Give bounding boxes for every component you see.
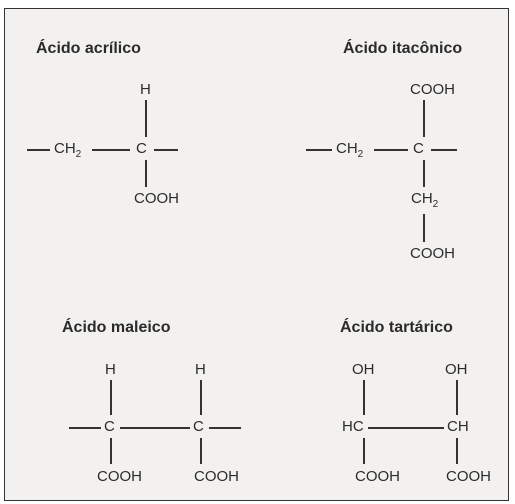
maleic-cooh2-group: COOH [194,468,239,485]
tartaric-bond-oh1-hc [363,380,365,415]
tartaric-bond-ch-cooh [456,438,458,464]
maleic-bond-h1-c1 [110,380,112,415]
itaconic-acid-title: Ácido itacônico [343,40,463,57]
acrylic-acid-title: Ácido acrílico [36,40,141,57]
itaconic-c-atom: C [413,140,424,157]
maleic-c1-atom: C [104,418,115,435]
itaconic-cooh-bottom: COOH [410,245,455,262]
tartaric-oh1-group: OH [352,361,375,378]
maleic-c2-atom: C [193,418,204,435]
tartaric-bond-hc-cooh [363,438,365,464]
maleic-bond-right-tail [209,427,241,429]
tartaric-cooh2-group: COOH [446,468,491,485]
tartaric-hc-group: HC [342,418,364,435]
maleic-cooh1-group: COOH [97,468,142,485]
itaconic-ch2-mid: CH2 [411,190,439,210]
acrylic-bond-h-c [145,100,147,137]
tartaric-ch-group: CH [447,418,469,435]
itaconic-bond-ch2-c [374,149,408,151]
acrylic-bond-right-tail [154,149,178,151]
itaconic-bond-right-tail [431,149,457,151]
maleic-bond-c2-cooh [200,438,202,464]
tartaric-bond-hc-ch [368,427,444,429]
maleic-bond-c1-cooh [110,438,112,464]
tartaric-cooh1-group: COOH [355,468,400,485]
acrylic-ch2-group: CH2 [54,140,82,160]
tartaric-bond-oh2-ch [456,380,458,415]
itaconic-bond-left-tail [306,149,332,151]
tartaric-acid-title: Ácido tartárico [340,319,453,336]
maleic-h2-atom: H [195,361,206,378]
figure-panel [4,8,509,501]
acrylic-cooh-group: COOH [134,190,179,207]
acrylic-bond-ch2-c [92,149,130,151]
acrylic-bond-left-tail [27,149,50,151]
itaconic-ch2-left: CH2 [336,140,364,160]
maleic-bond-c1-c2 [120,427,190,429]
maleic-bond-left-tail [69,427,101,429]
itaconic-bond-ch2-cooh [423,214,425,242]
maleic-bond-h2-c2 [200,380,202,415]
acrylic-bond-c-cooh [145,160,147,187]
itaconic-bond-cooh-c [423,100,425,137]
acrylic-h-atom: H [140,81,151,98]
itaconic-cooh-top: COOH [410,81,455,98]
maleic-h1-atom: H [105,361,116,378]
tartaric-oh2-group: OH [445,361,468,378]
maleic-acid-title: Ácido maleico [62,319,171,336]
acrylic-c-atom: C [136,140,147,157]
itaconic-bond-c-ch2 [423,160,425,187]
